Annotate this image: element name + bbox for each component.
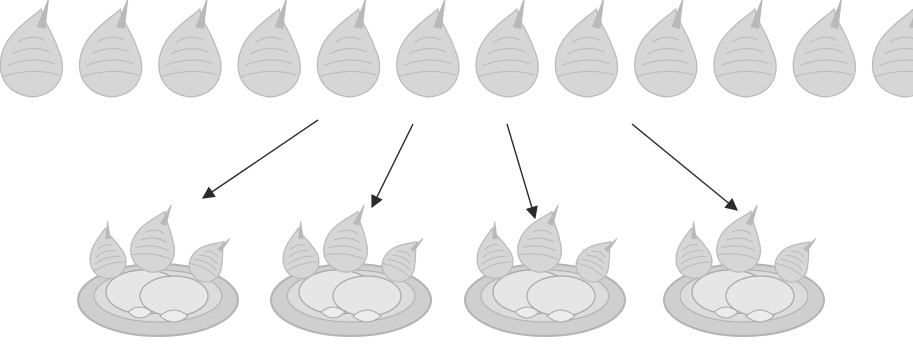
bamboo-shoot-icon xyxy=(159,0,221,97)
bamboo-shoot-icon xyxy=(79,0,141,97)
bamboo-shoot-icon xyxy=(555,0,617,97)
bamboo-shoot-icon xyxy=(476,0,538,97)
bamboo-shoot-icon xyxy=(0,0,62,97)
bamboo-shoot-icon xyxy=(317,0,379,97)
bamboo-shoot-icon xyxy=(872,0,913,97)
bamboo-shoot-icon xyxy=(397,0,459,97)
plate-of-bamboo-shoots-icon xyxy=(664,200,824,336)
plate-of-bamboo-shoots-icon xyxy=(271,200,431,336)
plate-row xyxy=(78,200,824,336)
bamboo-shoot-row xyxy=(0,0,913,97)
plate-of-bamboo-shoots-icon xyxy=(465,200,625,336)
bamboo-shoot-icon xyxy=(635,0,697,97)
arrow xyxy=(372,124,413,207)
bamboo-shoot-icon xyxy=(238,0,300,97)
arrow xyxy=(632,124,737,210)
arrow xyxy=(507,124,535,218)
arrow xyxy=(203,120,318,198)
plate-of-bamboo-shoots-icon xyxy=(78,200,238,336)
bamboo-shoot-icon xyxy=(714,0,776,97)
bamboo-shoot-icon xyxy=(793,0,855,97)
arrow-group xyxy=(203,120,737,218)
